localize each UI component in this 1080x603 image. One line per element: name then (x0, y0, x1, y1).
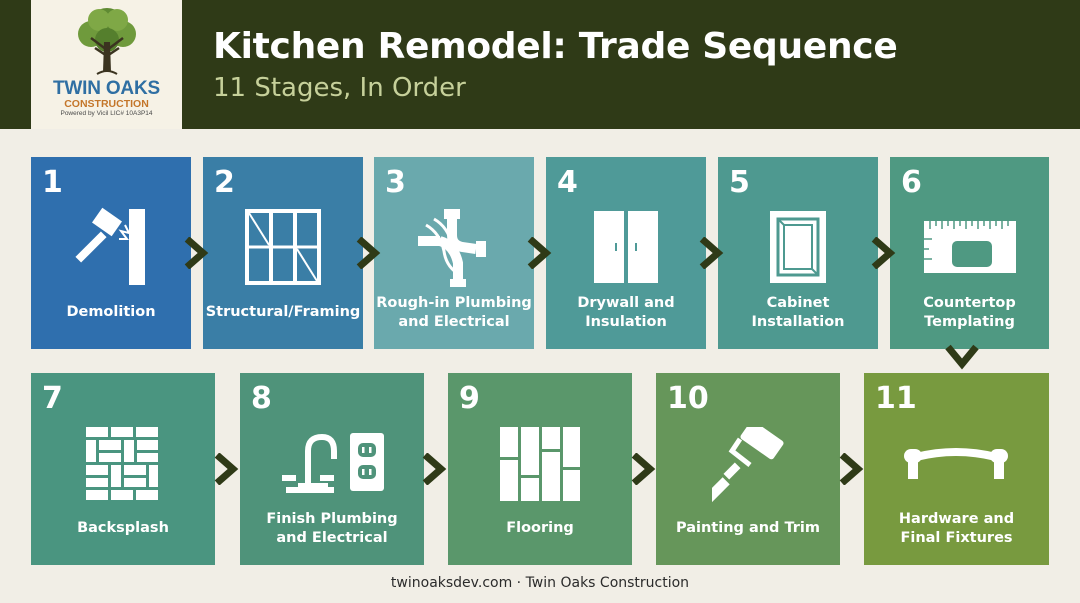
chevron-down-icon (945, 344, 979, 370)
stage-tile-painting: 10 Painting and Trim (656, 373, 840, 565)
logo-wordmark: TWIN OAKS (53, 78, 160, 99)
stage-tile-flooring: 9 Flooring (448, 373, 632, 565)
stage-label: Countertop Templating (923, 295, 1016, 330)
page-title: Kitchen Remodel: Trade Sequence (213, 26, 898, 67)
chevron-right-icon (871, 237, 896, 269)
chevron-right-icon (422, 453, 447, 485)
stage-tile-drywall: 4 Drywall and Insulation (546, 157, 706, 349)
page-subtitle: 11 Stages, In Order (213, 73, 466, 103)
pipes-wires-icon (418, 209, 486, 287)
logo-tagline: Powered by Vicil LIC# 10A3P14 (60, 110, 153, 117)
stage-number: 2 (214, 165, 235, 200)
stage-label: Backsplash (77, 520, 169, 536)
stage-number: 4 (557, 165, 578, 200)
stage-number: 8 (251, 381, 272, 416)
tile-grid-icon (86, 427, 158, 500)
stage-label: Flooring (506, 520, 574, 536)
oak-tree-icon (78, 8, 136, 75)
stage-tile-hardware: 11 Hardware and Final Fixtures (864, 373, 1049, 565)
stage-tile-demolition: 1 Demolition (31, 157, 191, 349)
stage-label: Drywall and Insulation (577, 295, 675, 330)
stage-tile-countertop: 6 Countertop Templating (890, 157, 1049, 349)
stage-tile-cabinet: 5 Cabinet Installation (718, 157, 878, 349)
hammer-wall-icon (75, 207, 145, 285)
stage-tile-framing: 2 Structural/Framing (203, 157, 363, 349)
stage-number: 10 (667, 381, 709, 416)
framing-icon (245, 209, 321, 285)
header-bar: TWIN OAKS CONSTRUCTION Powered by Vicil … (0, 0, 1080, 129)
stage-label: Rough-in Plumbing and Electrical (376, 295, 532, 330)
chevron-right-icon (184, 237, 209, 269)
footer-credit: twinoaksdev.com · Twin Oaks Construction (390, 575, 690, 591)
logo-subtitle: CONSTRUCTION (64, 98, 149, 110)
stage-label: Structural/Framing (205, 304, 361, 320)
chevron-right-icon (631, 453, 656, 485)
stage-label: Finish Plumbing and Electrical (266, 511, 398, 546)
stage-tile-finish-plumbing: 8 Finish Plumbing and Electrical (240, 373, 424, 565)
stage-tile-rough-in: 3 Rough-in Plumbing and Electrical (374, 157, 534, 349)
stage-tile-backsplash: 7 Backsplash (31, 373, 215, 565)
stage-number: 5 (729, 165, 750, 200)
company-logo: TWIN OAKS CONSTRUCTION Powered by Vicil … (31, 0, 182, 129)
drywall-icon (594, 211, 658, 283)
cabinet-handle-icon (904, 448, 1008, 479)
stage-number: 11 (875, 381, 917, 416)
stage-number: 1 (42, 165, 63, 200)
chevron-right-icon (839, 453, 864, 485)
faucet-outlet-icon (282, 433, 384, 493)
stage-label: Demolition (66, 304, 156, 320)
stage-number: 7 (42, 381, 63, 416)
stage-label: Hardware and Final Fixtures (898, 511, 1015, 546)
stage-number: 3 (385, 165, 406, 200)
stage-label: Cabinet Installation (751, 295, 845, 330)
chevron-right-icon (699, 237, 724, 269)
paint-roller-icon (712, 427, 784, 503)
floor-planks-icon (500, 427, 580, 501)
stage-number: 6 (901, 165, 922, 200)
stage-label: Painting and Trim (675, 520, 821, 536)
chevron-right-icon (527, 237, 552, 269)
countertop-template-icon (924, 221, 1016, 273)
chevron-right-icon (214, 453, 239, 485)
chevron-right-icon (356, 237, 381, 269)
cabinet-icon (770, 211, 826, 283)
stage-number: 9 (459, 381, 480, 416)
